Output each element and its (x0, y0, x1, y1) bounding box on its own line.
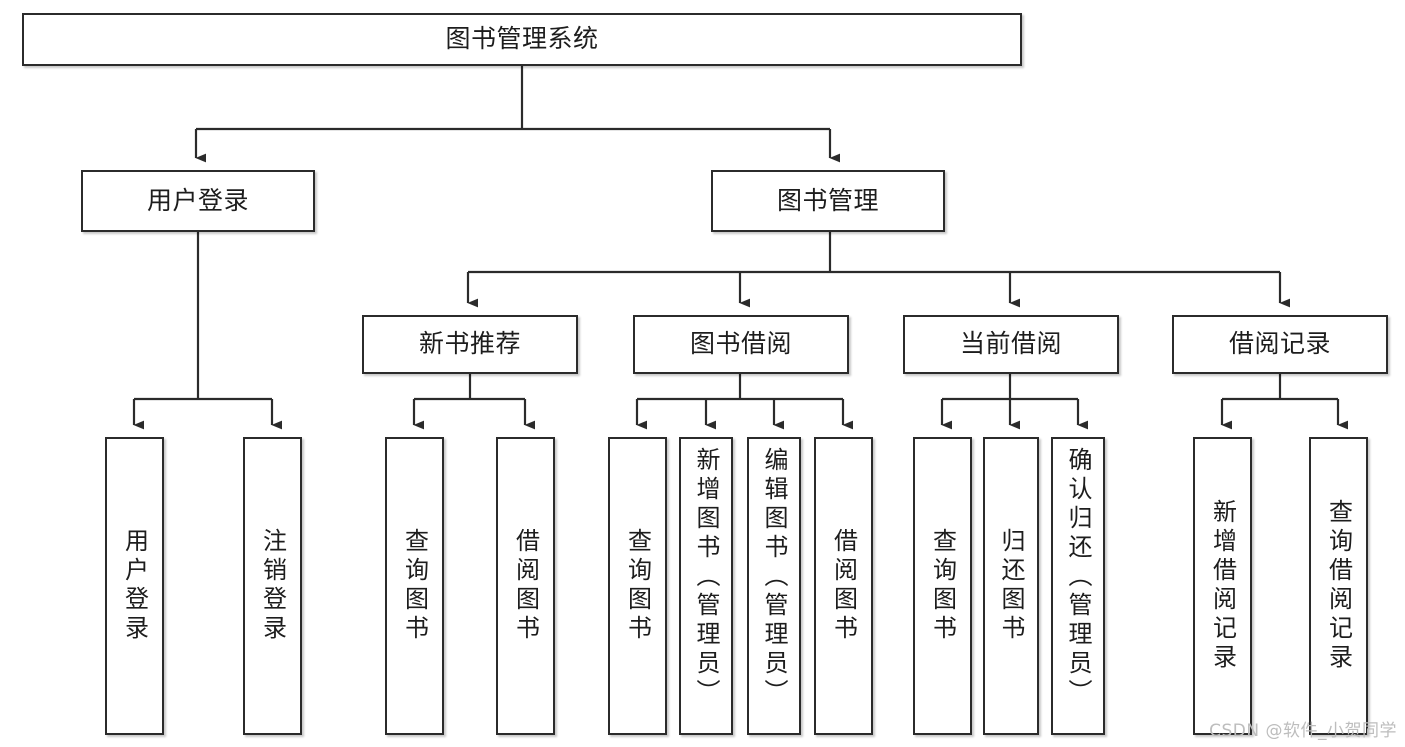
node-label: 图书管理系统 (445, 24, 599, 54)
leaf-query-book-recommend[interactable]: 查询图书 (385, 437, 444, 735)
leaf-add-book-admin[interactable]: 新增图书（管理员） (679, 437, 733, 735)
node-label: 用户登录 (120, 528, 149, 644)
leaf-return-book[interactable]: 归还图书 (983, 437, 1039, 735)
leaf-borrow-book-recommend[interactable]: 借阅图书 (496, 437, 555, 735)
node-new-book-recommend[interactable]: 新书推荐 (362, 315, 578, 374)
leaf-add-borrow-record[interactable]: 新增借阅记录 (1193, 437, 1252, 735)
node-book-management[interactable]: 图书管理 (711, 170, 945, 232)
node-label: 归还图书 (997, 528, 1025, 644)
node-user-login[interactable]: 用户登录 (81, 170, 315, 232)
node-label: 借阅图书 (511, 528, 540, 644)
node-label: 借阅图书 (829, 528, 858, 644)
leaf-confirm-return-admin[interactable]: 确认归还（管理员） (1051, 437, 1105, 735)
leaf-edit-book-admin[interactable]: 编辑图书（管理员） (747, 437, 801, 735)
node-label: 编辑图书（管理员） (760, 447, 788, 708)
leaf-query-book-current[interactable]: 查询图书 (913, 437, 972, 735)
csdn-watermark: CSDN @软件_小贺同学 (1209, 721, 1397, 741)
node-label: 新增借阅记录 (1208, 499, 1237, 673)
leaf-borrow-book-borrow[interactable]: 借阅图书 (814, 437, 873, 735)
leaf-logout[interactable]: 注销登录 (243, 437, 302, 735)
leaf-user-login[interactable]: 用户登录 (105, 437, 164, 735)
node-label: 查询图书 (623, 528, 652, 644)
node-label: 图书管理 (776, 185, 879, 215)
node-label: 查询图书 (400, 528, 429, 644)
node-borrow-record[interactable]: 借阅记录 (1172, 315, 1388, 374)
leaf-query-borrow-record[interactable]: 查询借阅记录 (1309, 437, 1368, 735)
node-current-borrow[interactable]: 当前借阅 (903, 315, 1119, 374)
node-label: 查询图书 (928, 528, 957, 644)
node-label: 当前借阅 (959, 329, 1062, 359)
node-label: 注销登录 (258, 528, 287, 644)
node-book-borrow[interactable]: 图书借阅 (633, 315, 849, 374)
node-label: 用户登录 (146, 185, 249, 215)
node-label: 确认归还（管理员） (1064, 447, 1092, 708)
node-label: 借阅记录 (1228, 329, 1331, 359)
node-label: 新书推荐 (418, 329, 521, 359)
leaf-query-book-borrow[interactable]: 查询图书 (608, 437, 667, 735)
node-label: 新增图书（管理员） (692, 447, 720, 708)
node-label: 查询借阅记录 (1324, 499, 1353, 673)
node-label: 图书借阅 (689, 329, 792, 359)
node-root-system[interactable]: 图书管理系统 (22, 13, 1022, 66)
